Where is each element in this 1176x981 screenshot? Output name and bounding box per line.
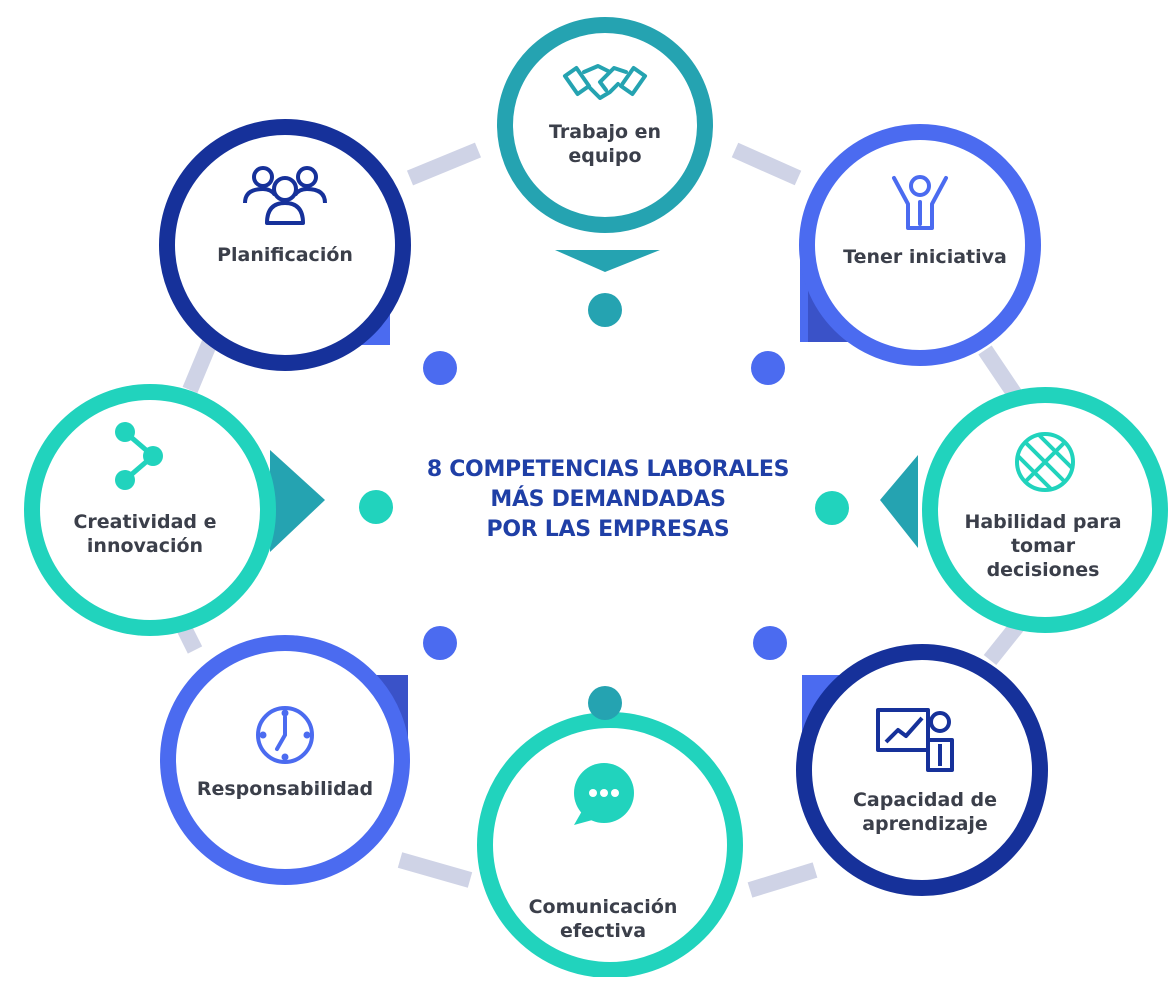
connector-segment <box>731 142 802 186</box>
circle-creatividad <box>24 384 276 636</box>
circle-trabajo <box>497 17 713 233</box>
group-icon <box>243 166 327 225</box>
label-comunicacion: Comunicación efectiva <box>529 895 678 943</box>
dot-capacidad <box>753 626 787 660</box>
dot-creatividad <box>359 490 393 524</box>
label-habilidad: Habilidad para tomar decisiones <box>964 510 1121 582</box>
label-line: Planificación <box>217 244 353 266</box>
diagram-title: 8 COMPETENCIAS LABORALES MÁS DEMANDADAS … <box>368 455 848 545</box>
label-responsabilidad: Responsabilidad <box>197 777 373 801</box>
label-trabajo: Trabajo en equipo <box>549 120 661 168</box>
person-arms-up-icon <box>892 175 948 230</box>
circle-comunicacion <box>477 712 743 978</box>
title-line-1: 8 COMPETENCIAS LABORALES <box>426 457 790 482</box>
dot-responsabilidad <box>423 626 457 660</box>
label-line: tomar <box>1010 535 1076 557</box>
label-line: Responsabilidad <box>196 778 374 800</box>
label-iniciativa: Tener iniciativa <box>843 245 1007 269</box>
connector-segment <box>406 142 482 186</box>
clock-icon <box>256 706 314 764</box>
dot-comunicacion <box>588 686 622 720</box>
label-capacidad: Capacidad de aprendizaje <box>853 788 997 836</box>
label-line: Habilidad para <box>964 511 1122 533</box>
label-line: aprendizaje <box>862 813 988 835</box>
pointer-habilidad <box>880 455 918 548</box>
node-circles <box>24 17 1168 978</box>
dot-planificacion <box>423 351 457 385</box>
label-line: efectiva <box>559 920 647 942</box>
label-line: decisiones <box>986 559 1100 581</box>
label-planificacion: Planificación <box>217 243 353 267</box>
presentation-chart-icon <box>876 708 954 772</box>
pointer-trabajo <box>555 250 660 272</box>
circle-capacidad <box>796 644 1048 896</box>
label-line: Tener iniciativa <box>843 246 1007 268</box>
dot-iniciativa <box>751 351 785 385</box>
circle-iniciativa <box>799 124 1041 366</box>
label-line: Comunicación <box>528 896 678 918</box>
chat-bubble-icon <box>574 763 634 825</box>
connector-segment <box>397 852 473 888</box>
pointer-creatividad <box>270 450 325 552</box>
label-line: equipo <box>568 145 642 167</box>
globe-icon <box>1015 432 1075 492</box>
label-creatividad: Creatividad e innovación <box>73 510 216 558</box>
handshake-icon <box>562 64 648 100</box>
connector-segment <box>747 862 818 898</box>
label-line: Trabajo en <box>548 121 662 143</box>
dot-trabajo <box>588 293 622 327</box>
label-line: Creatividad e <box>73 511 217 533</box>
circle-planificacion <box>159 119 411 371</box>
dot-habilidad <box>815 491 849 525</box>
share-icon <box>115 422 163 490</box>
label-line: Capacidad de <box>852 789 998 811</box>
inner-dots <box>359 293 849 720</box>
title-line-3: POR LAS EMPRESAS <box>486 517 730 542</box>
circle-habilidad <box>922 387 1168 633</box>
label-line: innovación <box>86 535 204 557</box>
title-line-2: MÁS DEMANDADAS <box>490 487 726 512</box>
